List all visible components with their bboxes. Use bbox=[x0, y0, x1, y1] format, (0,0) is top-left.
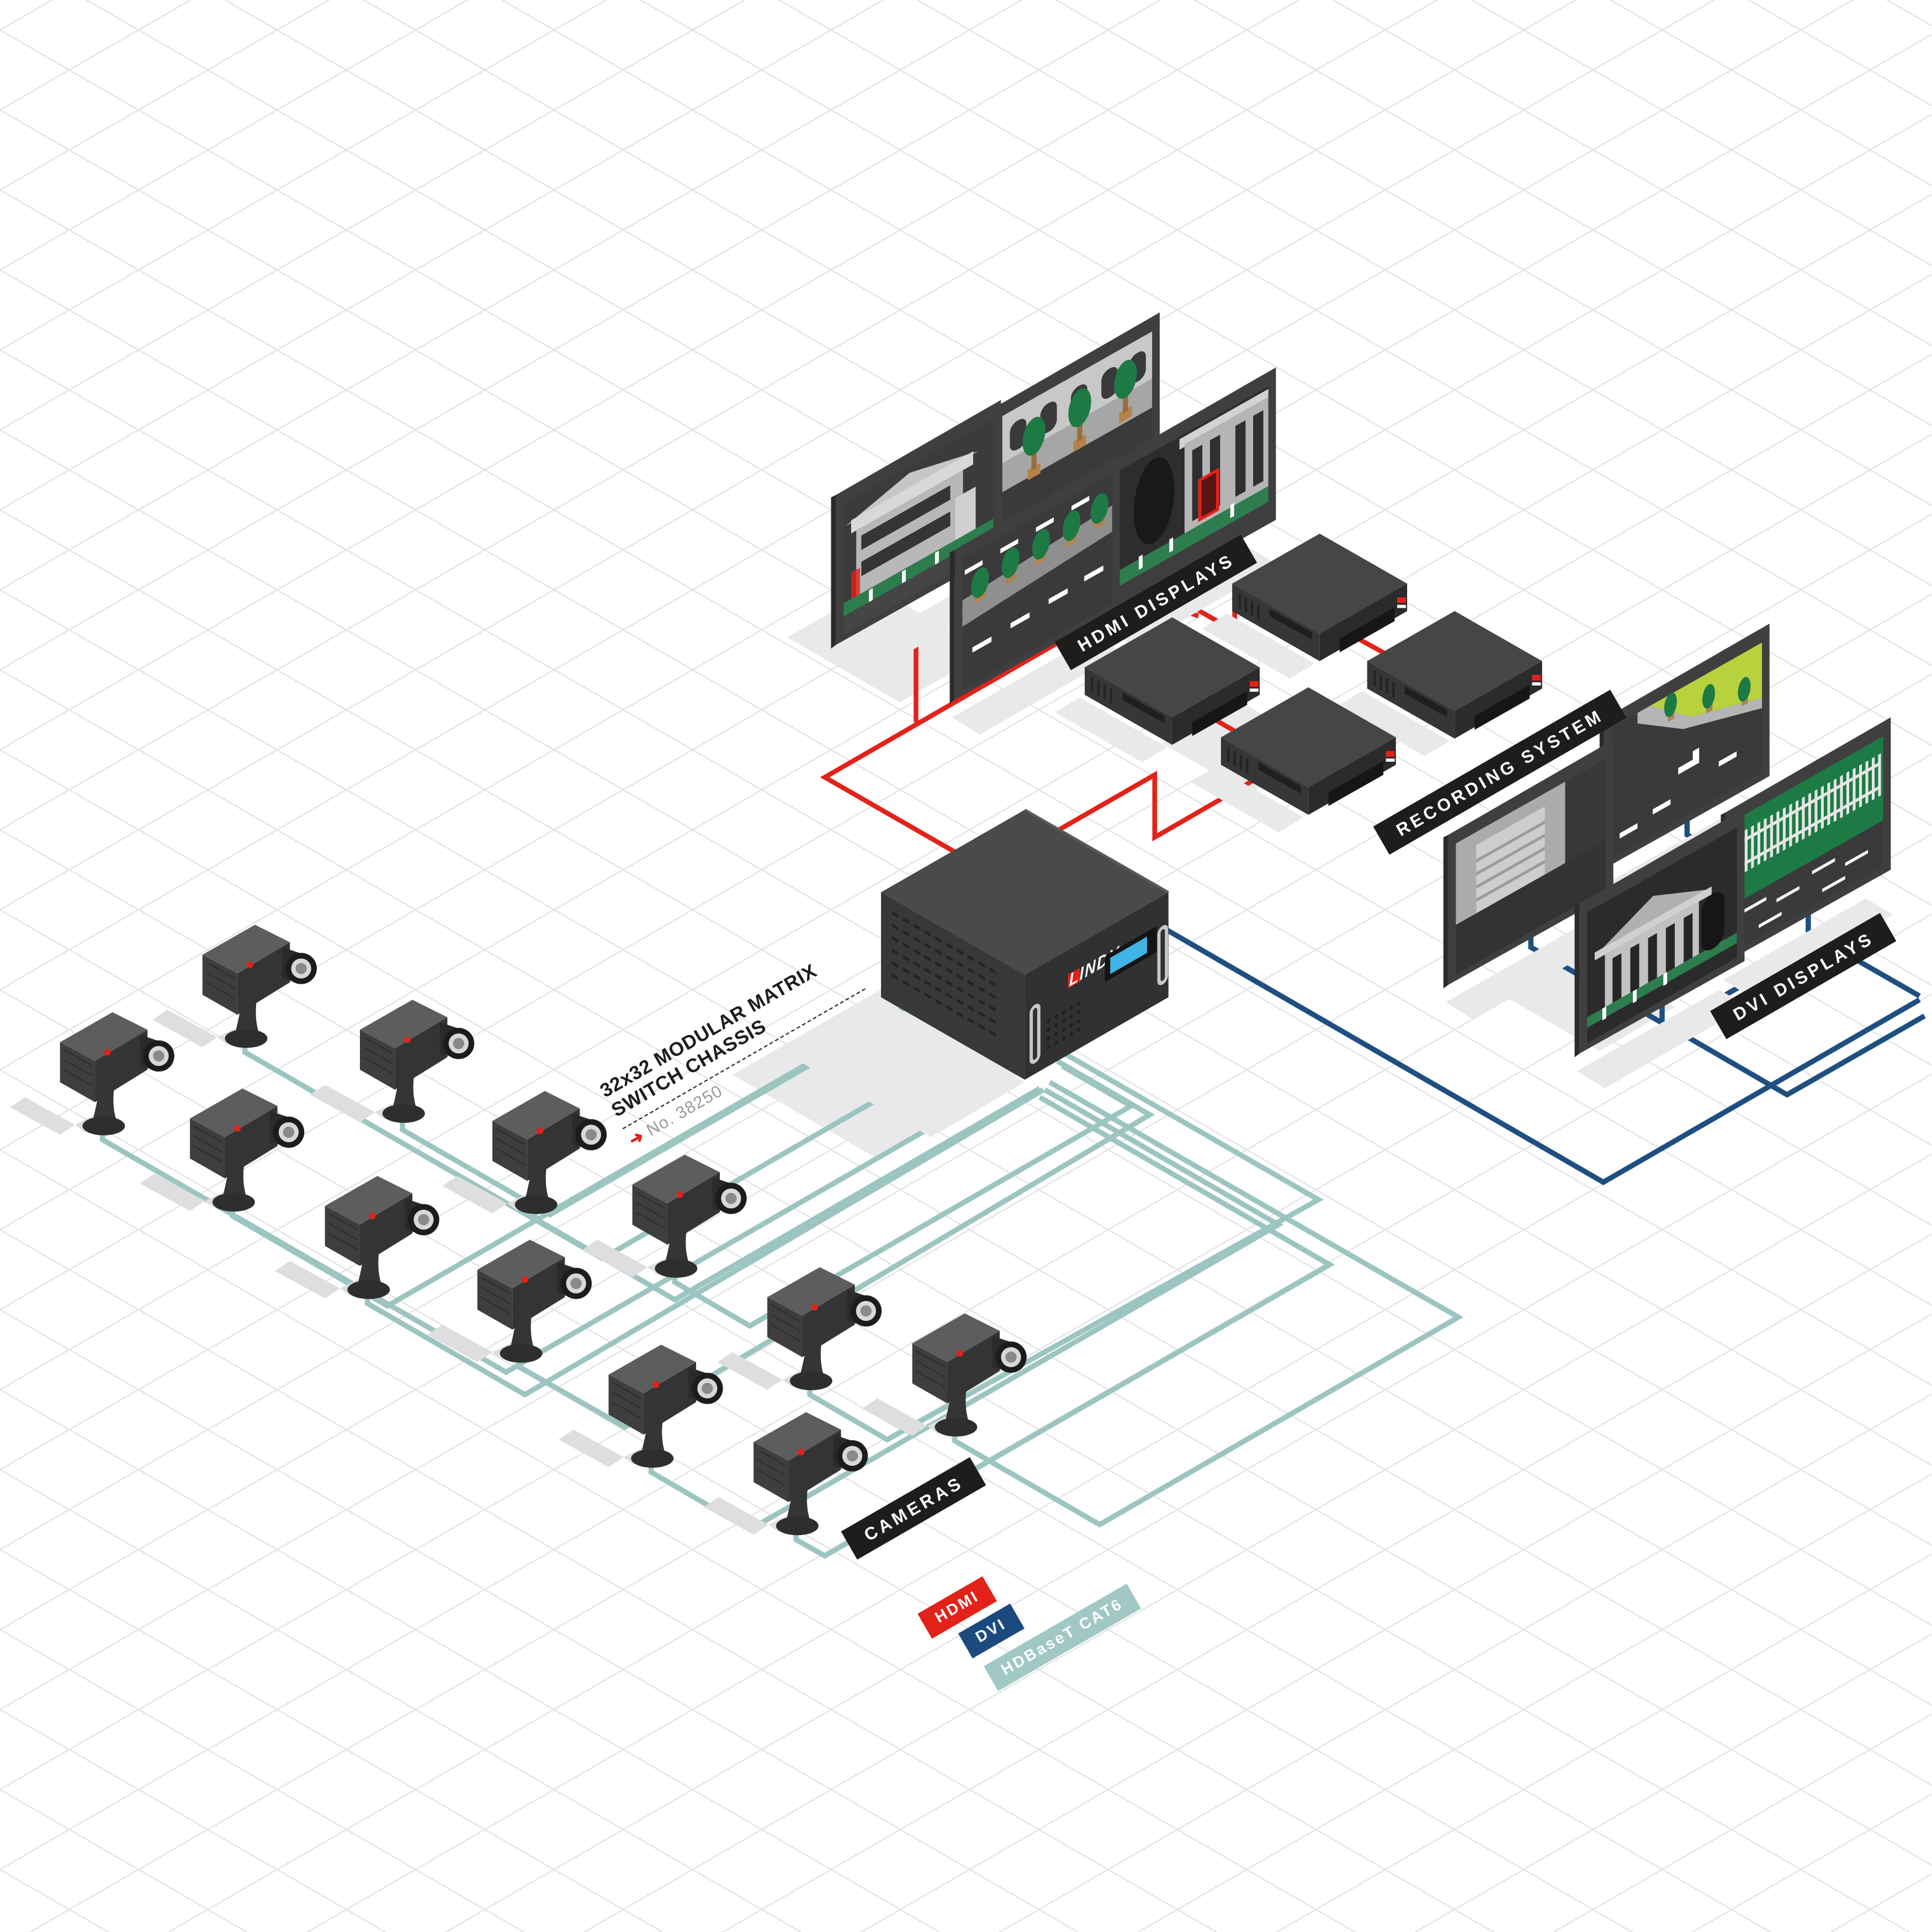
banner-recording-system: RECORDING SYSTEM bbox=[1373, 689, 1626, 855]
recording-unit bbox=[1054, 605, 1272, 780]
recorder-screen bbox=[1339, 607, 1395, 652]
cctv-camera-icon bbox=[558, 1330, 744, 1480]
dvi-cable bbox=[1161, 925, 1921, 1186]
cctv-camera-icon bbox=[10, 997, 195, 1148]
camera-record-led bbox=[234, 1125, 241, 1132]
matrix-label-line2: SWITCH CHASSIS bbox=[608, 1016, 771, 1122]
recorder-logo bbox=[1397, 597, 1406, 603]
camera-record-led bbox=[798, 1448, 805, 1456]
red-arrow-icon: ➜ bbox=[625, 1126, 648, 1150]
camera-record-led bbox=[537, 1127, 543, 1134]
recorder-screen bbox=[1328, 761, 1384, 806]
cat6-cable bbox=[517, 1058, 1155, 1430]
lcd-screen bbox=[1110, 936, 1147, 974]
recorder-logo bbox=[1532, 675, 1541, 681]
recording-unit bbox=[1191, 675, 1408, 850]
hdmi-display-road bbox=[949, 453, 1138, 746]
dvi-display-fence bbox=[1721, 715, 1908, 1009]
hdmi-display-building bbox=[831, 397, 1018, 691]
cctv-camera-icon bbox=[310, 985, 495, 1135]
cat6-cable bbox=[807, 1050, 1324, 1443]
cctv-camera-icon bbox=[862, 1298, 1047, 1448]
recorder-screen bbox=[1474, 684, 1530, 730]
cctv-camera-icon bbox=[717, 1252, 902, 1402]
cctv-camera-icon bbox=[140, 1074, 325, 1224]
banner-hdmi-displays: HDMI DISPLAYS bbox=[1054, 534, 1257, 671]
recorder-logo bbox=[1249, 681, 1259, 687]
camera-record-led bbox=[246, 961, 253, 968]
banner-dvi-displays: DVI DISPLAYS bbox=[1710, 912, 1897, 1039]
cctv-camera-icon bbox=[582, 1140, 767, 1290]
dvi-display-building2 bbox=[1574, 806, 1763, 1100]
recorder-logo bbox=[1386, 751, 1395, 757]
cctv-camera-icon bbox=[275, 1161, 460, 1311]
cctv-camera-icon bbox=[703, 1397, 888, 1547]
rack-handle-right bbox=[1157, 925, 1169, 985]
camera-record-led bbox=[369, 1212, 376, 1219]
camera-record-led bbox=[956, 1350, 963, 1357]
cctv-camera-icon bbox=[152, 910, 337, 1060]
camera-record-led bbox=[652, 1381, 660, 1388]
recording-unit bbox=[1202, 521, 1420, 696]
camera-record-led bbox=[521, 1276, 528, 1283]
dvi-display-garage bbox=[1443, 737, 1631, 1031]
cat6-cable bbox=[952, 1080, 1464, 1528]
camera-record-led bbox=[404, 1036, 411, 1043]
cat6-cable bbox=[793, 1095, 1335, 1559]
camera-record-led bbox=[676, 1191, 683, 1198]
matrix-switch-chassis: LINDY bbox=[783, 797, 1193, 1160]
cctv-camera-icon bbox=[427, 1225, 612, 1375]
rack-handle-left bbox=[1029, 1004, 1041, 1064]
camera-record-led bbox=[811, 1304, 818, 1310]
banner-cameras: CAMERAS bbox=[841, 1457, 986, 1560]
hdmi-cable bbox=[820, 584, 1158, 867]
dvi-cable bbox=[1659, 997, 1926, 1098]
cctv-camera-icon bbox=[442, 1076, 627, 1226]
camera-record-led bbox=[104, 1049, 111, 1056]
recorder-screen bbox=[1192, 691, 1248, 736]
recording-unit bbox=[1337, 598, 1554, 773]
